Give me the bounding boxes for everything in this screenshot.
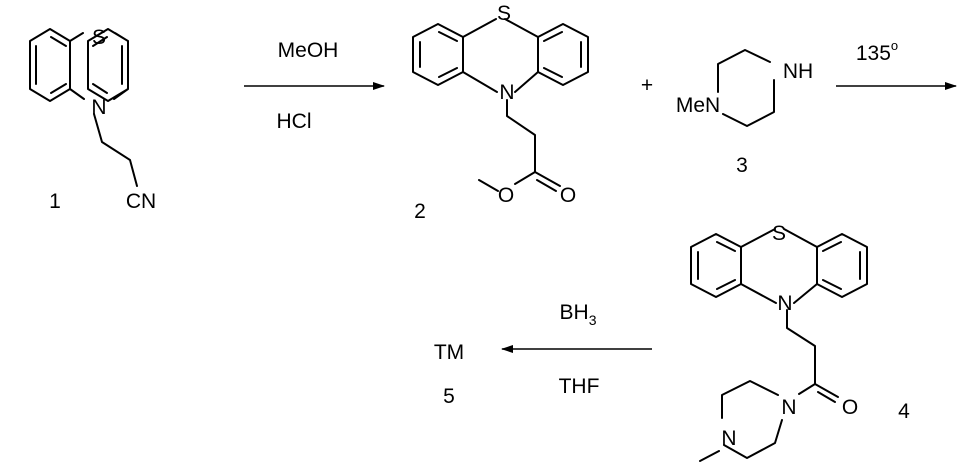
compound-1: S N CN 1 [29, 26, 156, 213]
compound-4-methyl-nitrogen: N [721, 427, 736, 450]
compound-4-sulfur: S [772, 222, 786, 245]
compound-4: S N N O N 4 [690, 222, 910, 462]
compound-2-number: 2 [414, 200, 426, 223]
compound-5: TM 5 [434, 341, 464, 408]
compound-2-bonds [412, 18, 589, 192]
compound-1-bonds [29, 28, 138, 187]
compound-4-amide-nitrogen: N [781, 396, 796, 419]
compound-1-nitrogen: N [91, 96, 106, 119]
reaction-step-1: MeOH HCl [244, 39, 385, 133]
compound-1-number: 1 [49, 190, 61, 213]
compound-3-nh: NH [783, 60, 813, 83]
step-3-borane-subscript: 3 [589, 312, 597, 328]
compound-2-nitrogen: N [499, 81, 514, 104]
step-3-reagent: BH3 [560, 301, 597, 328]
plus-sign: + [641, 74, 653, 97]
compound-2: S N O O 2 [412, 2, 589, 223]
reaction-step-2: 135o [836, 38, 957, 90]
compound-2-ester-oxygen: O [498, 184, 514, 207]
compound-1-sulfur: S [92, 26, 106, 49]
target-molecule-label: TM [434, 341, 464, 364]
compound-4-nitrogen: N [777, 292, 792, 315]
compound-5-number: 5 [443, 385, 455, 408]
step-2-degree: o [891, 38, 898, 53]
compound-3-number: 3 [736, 154, 748, 177]
compound-4-bonds [690, 228, 868, 462]
compound-3: NH MeN 3 [676, 49, 813, 177]
compound-1-nitrile-label: CN [126, 190, 156, 213]
compound-3-bonds [717, 49, 775, 127]
step-1-acid: HCl [277, 110, 312, 133]
step-1-reagent: MeOH [278, 39, 339, 62]
compound-3-methylamine: MeN [676, 94, 720, 117]
step-3-solvent: THF [559, 375, 600, 398]
compound-4-number: 4 [898, 400, 910, 423]
step-2-temperature-value: 135 [856, 42, 891, 65]
reaction-step-3: BH3 THF [501, 301, 652, 398]
compound-2-carbonyl-oxygen: O [560, 184, 576, 207]
compound-4-carbonyl-oxygen: O [842, 396, 858, 419]
step-2-temperature: 135o [856, 38, 898, 65]
step-3-borane: BH [560, 301, 589, 324]
compound-2-sulfur: S [497, 2, 511, 25]
